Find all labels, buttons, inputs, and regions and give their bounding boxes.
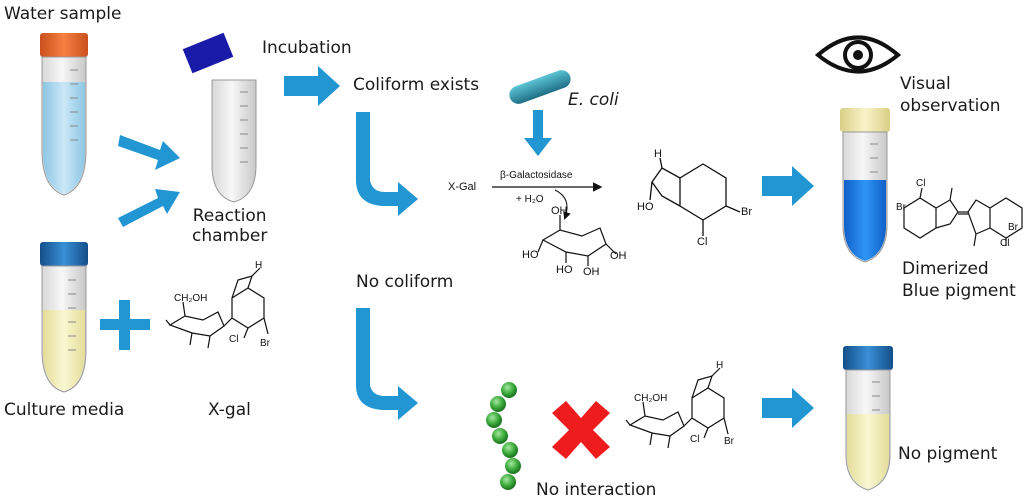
chem-galactose-oh-top: OH — [551, 205, 568, 217]
galactose-structure — [537, 215, 617, 266]
arrow-coliform-branch — [356, 112, 418, 216]
cross-icon — [552, 401, 610, 459]
label-no-coliform: No coliform — [356, 272, 454, 292]
chem-x-gal-small: X-Gal — [448, 181, 477, 193]
e-coli-bacterium — [509, 70, 571, 104]
chem-galactose-ho-left: HO — [522, 249, 539, 261]
culture-media-tube — [40, 242, 88, 393]
chem-xgal2-br: Br — [724, 436, 734, 447]
chem-indoxyl-br: Br — [741, 206, 752, 218]
chem-galactose-oh-bottom: OH — [583, 266, 600, 278]
arrow-water-to-chamber — [118, 135, 180, 170]
label-e-coli: E. coli — [568, 90, 619, 110]
reaction-chamber-tube — [182, 32, 257, 203]
label-x-gal: X-gal — [208, 400, 251, 420]
label-no-interaction: No interaction — [536, 480, 657, 500]
chem-galactose-ho-bottom: HO — [556, 264, 573, 276]
green-bacteria-chain — [486, 382, 521, 490]
chem-xgal-cl: Cl — [229, 334, 239, 345]
eye-icon — [814, 35, 902, 74]
chem-dimer-br-left: Br — [896, 202, 906, 213]
label-reaction-chamber: Reaction chamber — [192, 206, 268, 246]
chem-indoxyl-h: H — [654, 148, 662, 160]
arrow-to-yellow-tube — [762, 388, 814, 428]
arrow-to-blue-tube — [762, 166, 814, 206]
label-culture-media: Culture media — [4, 400, 125, 420]
chem-enzyme: β-Galactosidase — [500, 170, 573, 181]
chem-xgal2-cl: Cl — [690, 434, 700, 445]
chem-galactose-oh-right: OH — [610, 250, 627, 262]
chem-indoxyl-cl: Cl — [697, 236, 708, 248]
chem-water: + H₂O — [516, 194, 544, 205]
label-incubation: Incubation — [262, 38, 352, 58]
x-gal-structure-bottom — [625, 367, 729, 449]
label-dimerized-blue-pigment: Dimerized Blue pigment — [902, 259, 1016, 301]
arrow-media-to-chamber — [118, 189, 180, 227]
chem-dimer-cl-right: Cl — [1000, 238, 1010, 249]
reaction-arrow — [492, 182, 603, 220]
arrow-ecoli-down — [524, 110, 552, 156]
label-visual-observation: Visual observation — [900, 74, 1001, 116]
indigo-dimer-structure — [903, 187, 1023, 247]
plus-icon — [100, 300, 150, 350]
chem-dimer-br-right: Br — [1008, 222, 1018, 233]
chem-dimer-cl-left: Cl — [916, 178, 926, 189]
chem-xgal2-ch2oh: CH₂OH — [634, 393, 668, 404]
water-sample-tube — [40, 33, 88, 196]
chem-indoxyl-ho: HO — [637, 201, 654, 213]
label-water-sample: Water sample — [4, 4, 122, 24]
label-coliform-exists: Coliform exists — [353, 75, 480, 95]
arrow-no-coliform-branch — [356, 308, 418, 420]
label-no-pigment: No pigment — [898, 444, 998, 464]
indoxyl-structure — [649, 157, 741, 236]
chem-xgal2-nh: H — [716, 360, 724, 371]
chem-xgal-ch2oh: CH₂OH — [174, 293, 208, 304]
blue-pigment-tube — [840, 108, 890, 263]
chem-xgal-nh: H — [255, 260, 263, 271]
chem-xgal-br: Br — [260, 338, 270, 349]
no-pigment-tube — [843, 346, 893, 491]
arrow-incubation — [284, 66, 340, 106]
x-gal-structure — [165, 267, 269, 349]
